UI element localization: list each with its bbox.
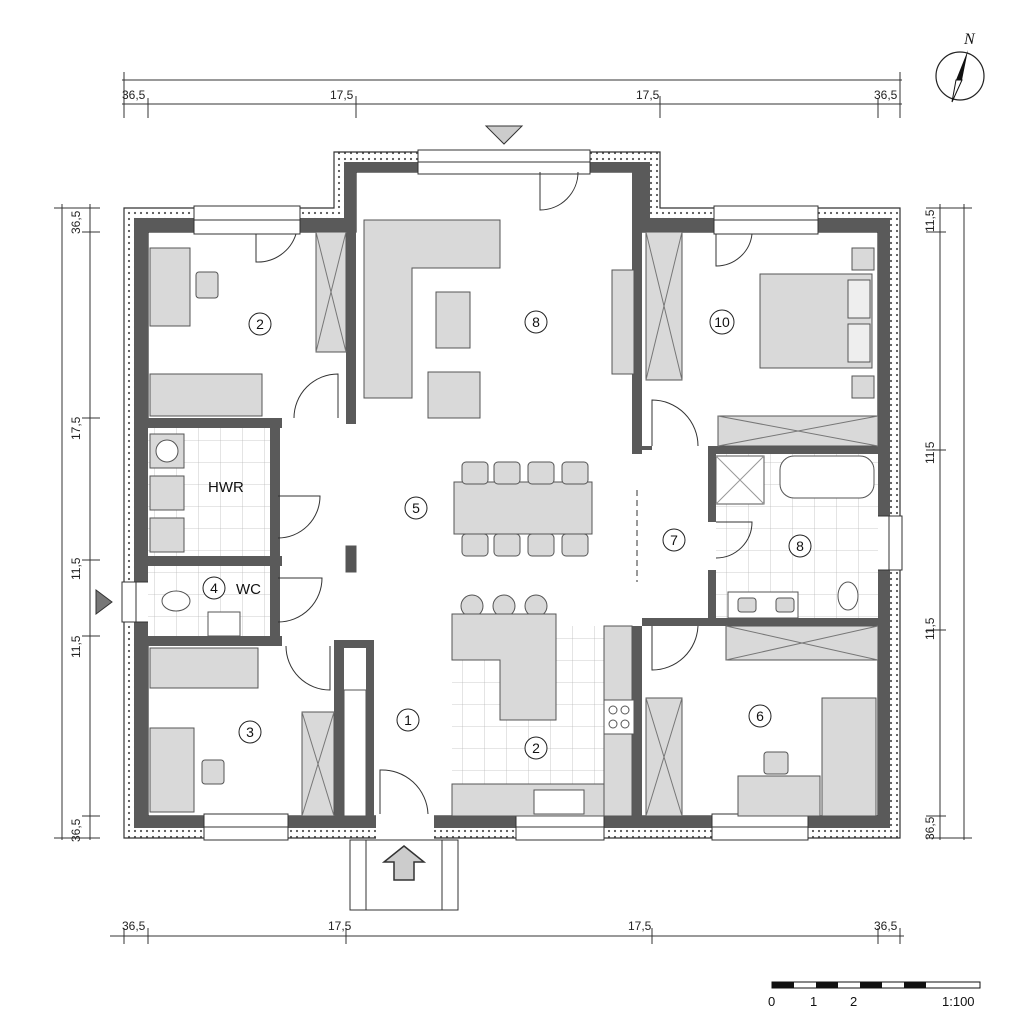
dimension-top (122, 72, 902, 118)
room-label-hwr: HWR (208, 479, 244, 496)
room-number-10: 10 (714, 314, 730, 330)
scale-bar: 0 1 2 1:100 (768, 981, 981, 1009)
scale-tick-2: 2 (850, 994, 857, 1009)
furniture (149, 219, 879, 817)
dim-left-2: 17,5 (69, 416, 83, 440)
room-number-8-bath: 8 (796, 538, 804, 554)
dimension-bottom (110, 928, 904, 944)
dim-left-5: 36,5 (69, 818, 83, 842)
dim-bottom-3: 17,5 (628, 919, 652, 933)
dim-bottom-2: 17,5 (328, 919, 352, 933)
room-label-wc: WC (236, 581, 261, 598)
dim-top-2: 17,5 (330, 88, 354, 102)
room-number-4: 4 (210, 580, 218, 596)
dim-left-1: 36,5 (69, 210, 83, 234)
dim-left-3: 11,5 (69, 557, 83, 580)
room-number-2-kitchen: 2 (532, 740, 540, 756)
scale-ratio: 1:100 (942, 994, 975, 1009)
windows (121, 149, 903, 841)
dim-top-3: 17,5 (636, 88, 660, 102)
dim-right-3: 11,5 (923, 617, 937, 640)
doors (255, 171, 753, 815)
dim-right-1: 11,5 (923, 209, 937, 232)
room-number-2-top: 2 (256, 316, 264, 332)
dim-top-4: 36,5 (874, 88, 898, 102)
dimension-left (54, 204, 100, 840)
room-number-5: 5 (412, 500, 420, 516)
room-number-7: 7 (670, 532, 678, 548)
scale-tick-1: 1 (810, 994, 817, 1009)
dim-top-1: 36,5 (122, 88, 146, 102)
compass-north-label: N (963, 31, 976, 48)
room-number-1: 1 (404, 712, 412, 728)
dim-left-4: 11,5 (69, 635, 83, 658)
room-number-6: 6 (756, 708, 764, 724)
section-marker-left-icon (95, 589, 113, 615)
scale-tick-0: 0 (768, 994, 775, 1009)
dimension-right (926, 204, 972, 840)
interior-walls (148, 172, 878, 816)
entrance-opening (376, 814, 434, 840)
entrance (349, 839, 459, 911)
room-markers: 2 8 10 5 7 8 4 3 1 2 6 (202, 309, 812, 760)
dim-bottom-4: 36,5 (874, 919, 898, 933)
compass-icon: N (935, 31, 985, 103)
section-marker-top-icon (484, 125, 524, 145)
dim-right-4: 36,5 (923, 816, 937, 840)
room-number-3: 3 (246, 724, 254, 740)
dim-bottom-1: 36,5 (122, 919, 146, 933)
entrance-arrow-icon (381, 845, 427, 881)
dim-right-2: 11,5 (923, 441, 937, 464)
room-number-8-living: 8 (532, 314, 540, 330)
